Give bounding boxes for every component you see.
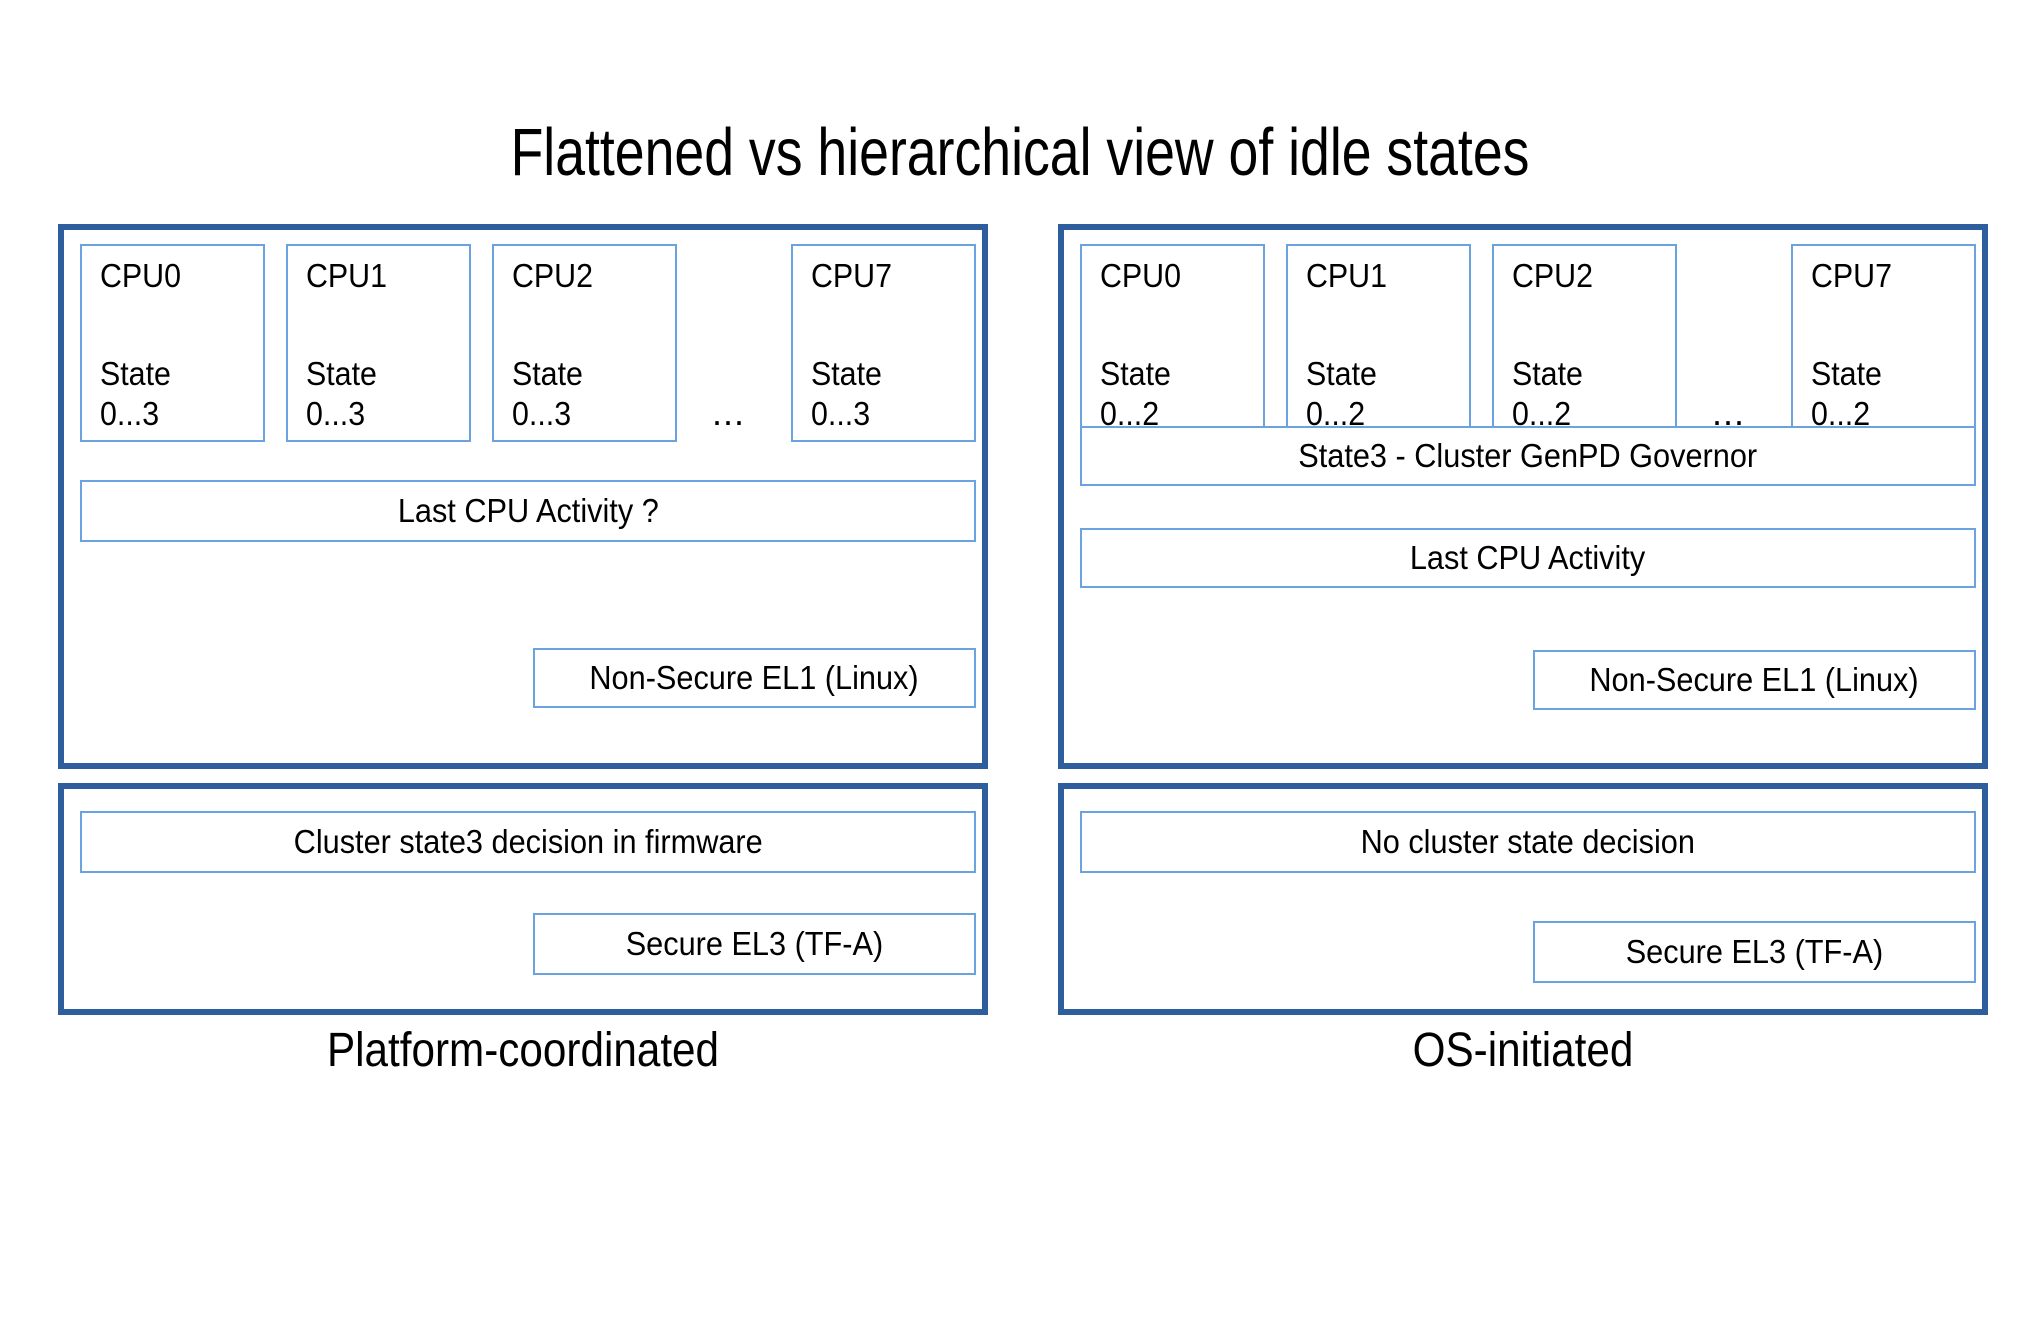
last-cpu-activity-bar[interactable]: Last CPU Activity bbox=[1080, 528, 1976, 588]
cpu-label: CPU2 bbox=[1512, 257, 1593, 294]
cpu-state-range: 0...3 bbox=[306, 395, 366, 433]
last-cpu-activity-label: Last CPU Activity bbox=[1410, 538, 1646, 576]
cpu-state-label: State bbox=[512, 355, 583, 392]
cpu-state-range: 0...3 bbox=[512, 395, 572, 433]
non-secure-el1-badge: Non-Secure EL1 (Linux) bbox=[533, 648, 976, 708]
cpu-state-text: State 0...2 bbox=[1811, 354, 1882, 435]
cpu-state-text: State 0...3 bbox=[512, 354, 583, 435]
cpu-box-cpu2[interactable]: CPU2 State 0...3 bbox=[492, 244, 677, 442]
cpu-label: CPU1 bbox=[306, 257, 387, 294]
cpu-ellipsis: ... bbox=[712, 392, 746, 433]
cpu-state-text: State 0...3 bbox=[306, 354, 377, 435]
cluster-state-decision-bar[interactable]: Cluster state3 decision in firmware bbox=[80, 811, 976, 873]
os-initiated-firmware-layer-panel: No cluster state decision Secure EL3 (TF… bbox=[1058, 783, 1988, 1015]
cpu-state-range: 0...3 bbox=[100, 395, 160, 433]
cluster-genpd-governor-bar[interactable]: State3 - Cluster GenPD Governor bbox=[1080, 426, 1976, 486]
cpu-label: CPU7 bbox=[811, 257, 892, 294]
cpu-state-label: State bbox=[306, 355, 377, 392]
cpu-state-text: State 0...3 bbox=[811, 354, 882, 435]
cpu-box-cpu7[interactable]: CPU7 State 0...2 bbox=[1791, 244, 1976, 442]
cluster-state-decision-bar[interactable]: No cluster state decision bbox=[1080, 811, 1976, 873]
cpu-row: CPU0 State 0...3 CPU1 State 0...3 CPU2 S… bbox=[80, 244, 976, 444]
cpu-state-text: State 0...2 bbox=[1306, 354, 1377, 435]
cpu-state-label: State bbox=[100, 355, 171, 392]
cpu-row: CPU0 State 0...2 CPU1 State 0...2 CPU2 S… bbox=[1080, 244, 1976, 444]
cpu-state-text: State 0...2 bbox=[1100, 354, 1171, 435]
caption-os-initiated: OS-initiated bbox=[1412, 1024, 1634, 1077]
non-secure-el1-label: Non-Secure EL1 (Linux) bbox=[1589, 660, 1920, 698]
platform-coordinated-os-layer-panel: CPU0 State 0...3 CPU1 State 0...3 CPU2 S… bbox=[58, 224, 988, 769]
os-initiated-os-layer-panel: CPU0 State 0...2 CPU1 State 0...2 CPU2 S… bbox=[1058, 224, 1988, 769]
platform-coordinated-firmware-layer-panel: Cluster state3 decision in firmware Secu… bbox=[58, 783, 988, 1015]
cpu-label: CPU2 bbox=[512, 257, 593, 294]
secure-el3-label: Secure EL3 (TF-A) bbox=[625, 924, 884, 962]
cpu-state-label: State bbox=[1512, 355, 1583, 392]
cpu-label: CPU0 bbox=[1100, 257, 1181, 294]
cluster-genpd-governor-label: State3 - Cluster GenPD Governor bbox=[1298, 436, 1758, 474]
cpu-box-cpu7[interactable]: CPU7 State 0...3 bbox=[791, 244, 976, 442]
last-cpu-activity-bar[interactable]: Last CPU Activity ? bbox=[80, 480, 976, 542]
cluster-state-decision-label: No cluster state decision bbox=[1360, 822, 1696, 860]
cluster-state-decision-label: Cluster state3 decision in firmware bbox=[293, 822, 763, 860]
cpu-state-label: State bbox=[1306, 355, 1377, 392]
cpu-state-text: State 0...3 bbox=[100, 354, 171, 435]
cpu-box-cpu1[interactable]: CPU1 State 0...3 bbox=[286, 244, 471, 442]
diagram-title: Flattened vs hierarchical view of idle s… bbox=[510, 115, 1530, 190]
cpu-state-label: State bbox=[1811, 355, 1882, 392]
cpu-state-range: 0...3 bbox=[811, 395, 871, 433]
cpu-label: CPU7 bbox=[1811, 257, 1892, 294]
cpu-state-text: State 0...2 bbox=[1512, 354, 1583, 435]
secure-el3-badge: Secure EL3 (TF-A) bbox=[533, 913, 976, 975]
caption-platform-coordinated: Platform-coordinated bbox=[326, 1024, 720, 1077]
last-cpu-activity-label: Last CPU Activity ? bbox=[397, 491, 659, 529]
non-secure-el1-badge: Non-Secure EL1 (Linux) bbox=[1533, 650, 1976, 710]
secure-el3-badge: Secure EL3 (TF-A) bbox=[1533, 921, 1976, 983]
cpu-box-cpu1[interactable]: CPU1 State 0...2 bbox=[1286, 244, 1471, 442]
secure-el3-label: Secure EL3 (TF-A) bbox=[1625, 932, 1884, 970]
cpu-state-label: State bbox=[811, 355, 882, 392]
cpu-box-cpu2[interactable]: CPU2 State 0...2 bbox=[1492, 244, 1677, 442]
cpu-state-label: State bbox=[1100, 355, 1171, 392]
cpu-label: CPU1 bbox=[1306, 257, 1387, 294]
cpu-box-cpu0[interactable]: CPU0 State 0...3 bbox=[80, 244, 265, 442]
cpu-box-cpu0[interactable]: CPU0 State 0...2 bbox=[1080, 244, 1265, 442]
non-secure-el1-label: Non-Secure EL1 (Linux) bbox=[589, 658, 920, 696]
cpu-label: CPU0 bbox=[100, 257, 181, 294]
